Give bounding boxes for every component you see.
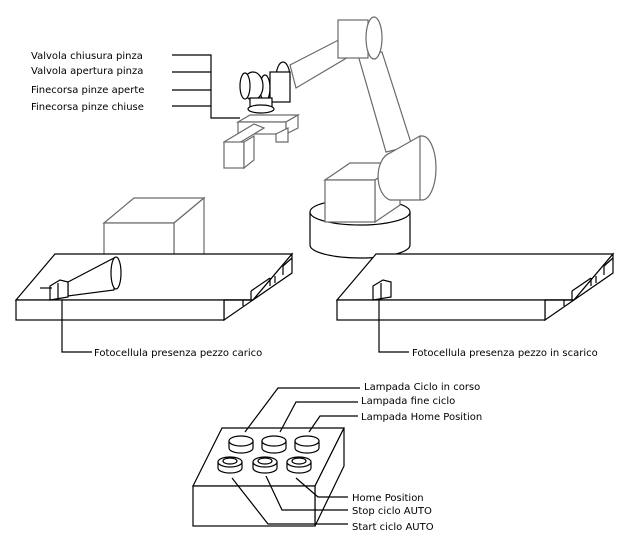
label-lamp-home: Lampada Home Position	[361, 412, 482, 423]
button-home-position[interactable]	[286, 456, 312, 474]
button-start-auto[interactable]	[217, 456, 243, 474]
load-station	[14, 196, 294, 322]
label-valve-close: Valvola chiusura pinza	[31, 51, 143, 62]
lamp-cycle-running	[228, 435, 254, 454]
leader-lines	[61, 54, 409, 525]
label-lamp-cycle-end: Lampada fine ciclo	[361, 396, 455, 407]
lamp-cycle-end	[261, 435, 287, 454]
label-limit-closed: Finecorsa pinze chiuse	[31, 102, 144, 113]
robot-lower-arm	[357, 51, 437, 201]
unload-station	[335, 252, 615, 322]
label-button-home: Home Position	[352, 493, 424, 504]
control-panel	[192, 427, 345, 527]
button-stop-auto[interactable]	[252, 456, 278, 474]
load-photocell	[49, 256, 122, 301]
gripper	[222, 113, 301, 170]
labels: Valvola chiusura pinza Valvola apertura …	[31, 51, 598, 533]
label-button-stop: Stop ciclo AUTO	[352, 506, 432, 517]
label-limit-open: Finecorsa pinze aperte	[31, 85, 144, 96]
robot-wrist	[239, 71, 291, 114]
label-photocell-unload: Fotocellula presenza pezzo in scarico	[412, 348, 598, 359]
unload-photocell	[372, 279, 392, 301]
label-photocell-load: Fotocellula presenza pezzo carico	[94, 348, 262, 359]
robot-arm	[222, 16, 437, 259]
label-valve-open: Valvola apertura pinza	[31, 66, 143, 77]
lamp-home-position	[294, 435, 320, 454]
label-lamp-cycle-running: Lampada Ciclo in corso	[364, 382, 480, 393]
label-button-start: Start ciclo AUTO	[352, 522, 434, 533]
